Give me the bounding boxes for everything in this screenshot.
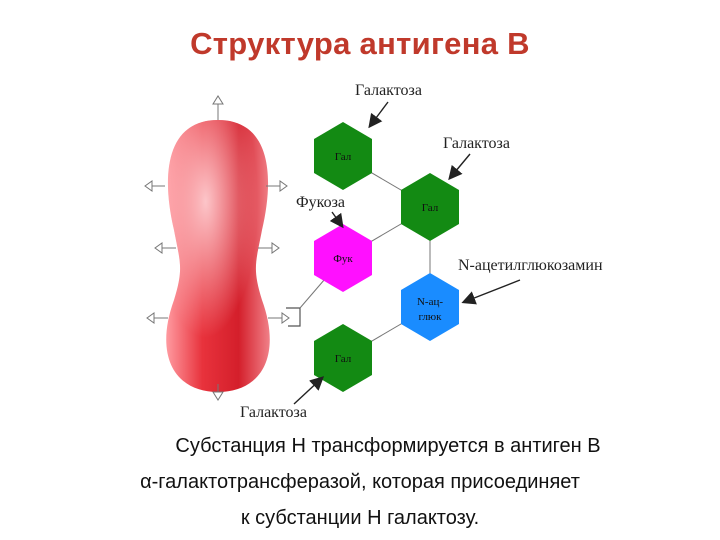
label-galactose-mid: Галактоза <box>443 135 510 152</box>
galactose-hexagon-bottom <box>314 324 372 392</box>
caption: Субстанция Н трансформируется в антиген … <box>0 428 720 536</box>
arrow-galactose-bottom <box>293 376 325 405</box>
cell-link-bracket <box>286 307 301 327</box>
caption-line-3: к субстанции Н галактозу. <box>240 507 480 529</box>
label-n-acetylglucosamine: N-ацетилглюкозамин <box>458 257 603 274</box>
galactose-hex-label-mid: Гал <box>422 202 439 214</box>
label-galactose-bottom: Галактоза <box>240 404 307 421</box>
arrow-galactose-top <box>368 101 389 129</box>
arrow-fucose <box>329 211 344 229</box>
label-fucose: Фукоза <box>296 194 345 211</box>
n-acetyl-hex-label-2: глюк <box>418 311 442 323</box>
page-title: Структура антигена В <box>190 26 530 61</box>
fucose-hex-label: Фук <box>333 253 353 265</box>
galactose-hex-label-top: Гал <box>335 151 352 163</box>
galactose-hexagon-top <box>314 122 372 190</box>
arrow-galactose-mid <box>448 153 471 181</box>
n-acetyl-hex-label-1: N-ац- <box>417 296 443 308</box>
cell-receptors <box>144 95 290 401</box>
caption-line-1: Субстанция Н трансформируется в антиген … <box>175 435 601 457</box>
fucose-hexagon <box>314 224 372 292</box>
label-galactose-top: Галактоза <box>355 82 422 99</box>
n-acetylglucosamine-hexagon <box>401 273 459 341</box>
red-cell <box>166 120 270 392</box>
galactose-hex-label-bottom: Гал <box>335 353 352 365</box>
caption-line-2: α-галактотрансферазой, которая присоедин… <box>140 471 580 493</box>
arrow-n-acetylglucosamine <box>461 279 521 305</box>
galactose-hexagon-mid <box>401 173 459 241</box>
